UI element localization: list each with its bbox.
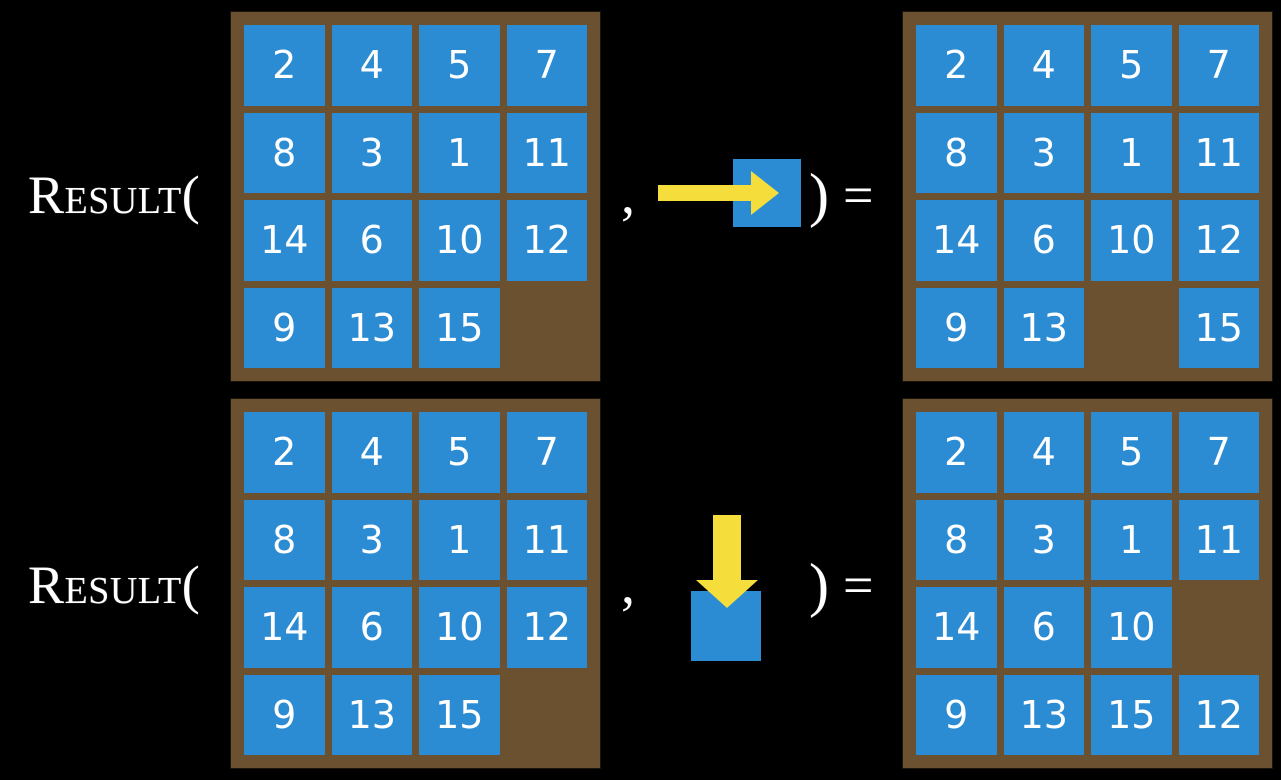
tile[interactable]: 15 (1178, 287, 1259, 368)
output-board-down-move: 2 4 5 7 8 3 1 11 14 6 10 9 13 15 12 (903, 399, 1272, 768)
arrow-right-into-tile-icon (655, 159, 801, 231)
operator-group-right-move: , ) = (600, 0, 903, 390)
tile[interactable]: 14 (244, 200, 325, 281)
tile[interactable]: 4 (1003, 25, 1084, 106)
tile[interactable]: 11 (506, 499, 587, 580)
tile[interactable]: 3 (331, 112, 412, 193)
tile[interactable]: 12 (1178, 200, 1259, 281)
tile[interactable]: 15 (419, 674, 500, 755)
equals-sign: = (843, 165, 874, 225)
tile[interactable]: 8 (244, 499, 325, 580)
tile[interactable]: 2 (916, 25, 997, 106)
tile[interactable]: 13 (1003, 674, 1084, 755)
tile[interactable]: 12 (1178, 674, 1259, 755)
tile[interactable]: 3 (1003, 499, 1084, 580)
tile[interactable]: 1 (1091, 499, 1172, 580)
tile[interactable]: 14 (916, 587, 997, 668)
equation-row-right-move: Result( 2 4 5 7 8 3 1 11 14 6 10 12 9 13… (28, 0, 1272, 390)
input-board-down-move: 2 4 5 7 8 3 1 11 14 6 10 12 9 13 15 (231, 399, 600, 768)
tile[interactable]: 8 (916, 112, 997, 193)
output-board-right-move: 2 4 5 7 8 3 1 11 14 6 10 12 9 13 15 (903, 12, 1272, 381)
empty-slot[interactable] (507, 675, 588, 756)
tile[interactable]: 1 (1091, 112, 1172, 193)
empty-slot[interactable] (507, 288, 588, 369)
tile[interactable]: 8 (244, 112, 325, 193)
tile[interactable]: 14 (244, 587, 325, 668)
arrow-down-into-tile-icon (680, 505, 776, 665)
tile[interactable]: 4 (331, 412, 412, 493)
input-board-right-move: 2 4 5 7 8 3 1 11 14 6 10 12 9 13 15 (231, 12, 600, 381)
tile[interactable]: 10 (1091, 587, 1172, 668)
tile[interactable]: 5 (1091, 412, 1172, 493)
tile[interactable]: 1 (419, 499, 500, 580)
tile[interactable]: 13 (331, 674, 412, 755)
operator-group-down-move: , ) = (600, 390, 903, 780)
equals-sign: = (843, 555, 874, 615)
tile[interactable]: 9 (244, 287, 325, 368)
tile[interactable]: 7 (506, 25, 587, 106)
tile[interactable]: 12 (506, 200, 587, 281)
tile[interactable]: 7 (1178, 25, 1259, 106)
tile[interactable]: 11 (1178, 112, 1259, 193)
tile[interactable]: 13 (331, 287, 412, 368)
result-function-label: Result( (28, 165, 201, 225)
tile[interactable]: 5 (1091, 25, 1172, 106)
tile[interactable]: 2 (244, 25, 325, 106)
tile[interactable]: 10 (1091, 200, 1172, 281)
tile[interactable]: 4 (1003, 412, 1084, 493)
closing-paren: ) (809, 552, 829, 618)
closing-paren: ) (809, 162, 829, 228)
tile[interactable]: 14 (916, 200, 997, 281)
tile[interactable]: 6 (1003, 587, 1084, 668)
tile[interactable]: 7 (1178, 412, 1259, 493)
tile[interactable]: 4 (331, 25, 412, 106)
empty-slot[interactable] (1091, 288, 1172, 369)
tile[interactable]: 12 (506, 587, 587, 668)
tile[interactable]: 6 (331, 200, 412, 281)
tile[interactable]: 13 (1003, 287, 1084, 368)
comma-separator: , (621, 164, 635, 226)
tile[interactable]: 15 (1091, 674, 1172, 755)
tile[interactable]: 9 (916, 287, 997, 368)
tile[interactable]: 10 (419, 200, 500, 281)
result-function-label: Result( (28, 555, 201, 615)
tile[interactable]: 6 (331, 587, 412, 668)
tile[interactable]: 8 (916, 499, 997, 580)
tile[interactable]: 7 (506, 412, 587, 493)
tile[interactable]: 3 (331, 499, 412, 580)
comma-separator: , (621, 554, 635, 616)
tile[interactable]: 10 (419, 587, 500, 668)
tile[interactable]: 9 (916, 674, 997, 755)
tile[interactable]: 5 (419, 412, 500, 493)
tile[interactable]: 11 (1178, 499, 1259, 580)
tile[interactable]: 2 (244, 412, 325, 493)
tile[interactable]: 2 (916, 412, 997, 493)
tile[interactable]: 3 (1003, 112, 1084, 193)
tile[interactable]: 15 (419, 287, 500, 368)
equation-row-down-move: Result( 2 4 5 7 8 3 1 11 14 6 10 12 9 13… (0, 390, 1281, 780)
tile[interactable]: 9 (244, 674, 325, 755)
tile[interactable]: 11 (506, 112, 587, 193)
tile[interactable]: 6 (1003, 200, 1084, 281)
empty-slot[interactable] (1179, 587, 1260, 668)
tile[interactable]: 1 (419, 112, 500, 193)
tile[interactable]: 5 (419, 25, 500, 106)
